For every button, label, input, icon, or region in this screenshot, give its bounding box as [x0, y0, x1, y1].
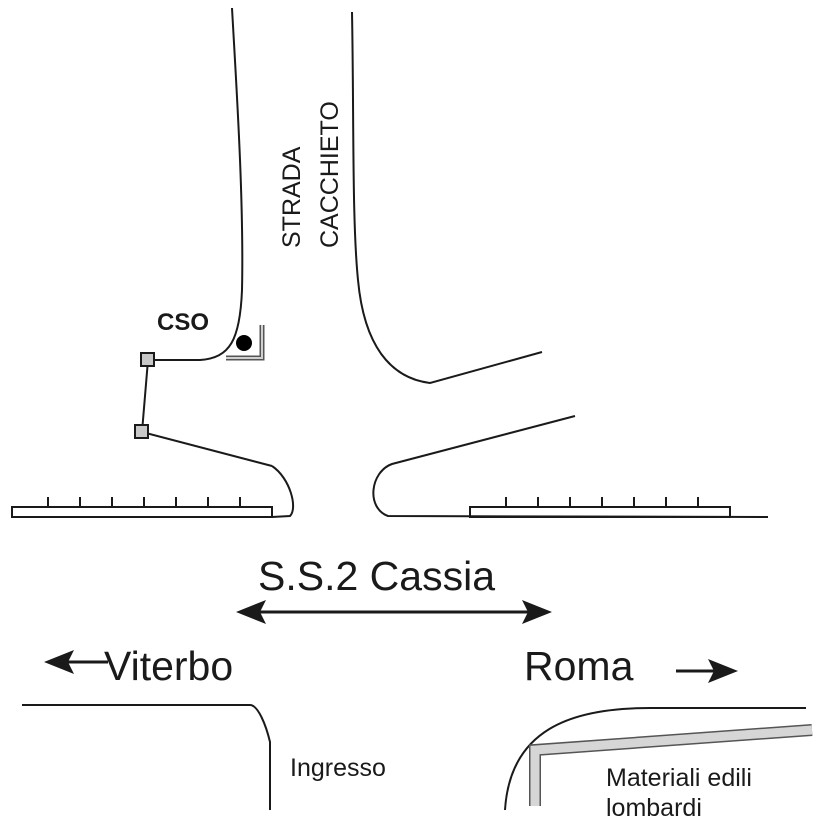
- manhole-marker: [134, 424, 149, 439]
- highway-label: S.S.2 Cassia: [258, 553, 495, 599]
- road-name-label: CACCHIETO: [316, 101, 344, 248]
- cso-point: [236, 335, 252, 351]
- west-direction-label: Viterbo: [104, 643, 233, 689]
- lower-edge-east: [504, 707, 806, 811]
- road-name-label: STRADA: [278, 146, 306, 248]
- road-edge-west: [148, 7, 244, 361]
- entrance-label: Ingresso: [290, 754, 386, 782]
- lower-edge-west: [22, 704, 271, 810]
- cso-label: CSO: [157, 309, 209, 336]
- junction-corner-west: [271, 465, 295, 518]
- company-label: Materiali edili: [606, 764, 752, 792]
- east-direction-label: Roma: [524, 643, 634, 689]
- road-edge-east: [351, 11, 543, 385]
- company-label: lombardi: [606, 794, 702, 822]
- arrow-right-icon: [676, 659, 738, 683]
- cso-pipe: [140, 359, 273, 467]
- two-way-arrow-icon: [236, 600, 552, 624]
- cso-structure: [226, 325, 263, 359]
- guardrail-west: [11, 497, 273, 518]
- guardrail-east: [469, 497, 731, 518]
- arrow-left-icon: [44, 650, 108, 674]
- company-boundary: [530, 725, 813, 806]
- junction-corner-east: [372, 415, 769, 518]
- manhole-marker: [140, 352, 155, 367]
